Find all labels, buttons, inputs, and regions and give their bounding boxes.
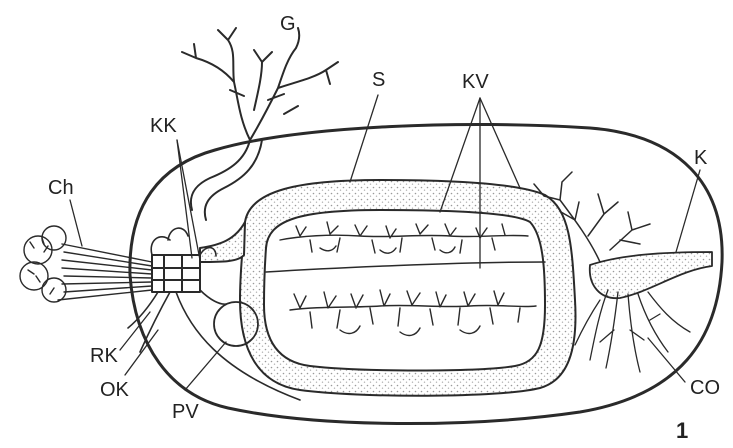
label-kv: KV <box>462 72 489 92</box>
gland-lower <box>290 290 536 335</box>
gut-duct <box>200 222 245 262</box>
label-rk: RK <box>90 346 118 366</box>
structure-g <box>182 28 338 140</box>
pv-duct <box>200 290 226 304</box>
label-s: S <box>372 70 385 90</box>
label-kk: KK <box>150 116 177 136</box>
label-g: G <box>280 14 296 34</box>
gut-loop <box>240 180 576 396</box>
label-k: K <box>694 148 707 168</box>
label-co: CO <box>690 378 720 398</box>
figure-number: 1 <box>676 420 688 442</box>
leader-lines <box>70 95 700 390</box>
label-ch: Ch <box>48 178 74 198</box>
gut-midline <box>266 262 545 272</box>
pharynx <box>152 255 200 292</box>
structure-co <box>575 290 690 372</box>
label-pv: PV <box>172 402 199 422</box>
gland-upper <box>280 222 528 253</box>
label-ok: OK <box>100 380 129 400</box>
